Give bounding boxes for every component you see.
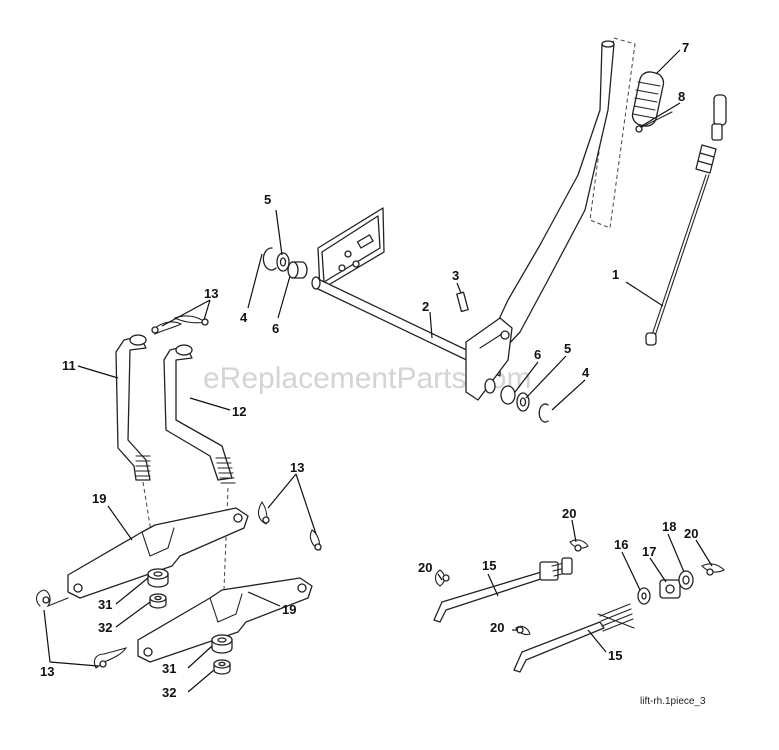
callout-31-upper: 31 xyxy=(98,597,112,612)
callout-5-right: 5 xyxy=(564,341,571,356)
part-7-grip[interactable] xyxy=(631,70,666,128)
callout-32-upper: 32 xyxy=(98,620,112,635)
part-20-clip-lower[interactable] xyxy=(515,625,531,636)
part-13-hairpin-top-right[interactable] xyxy=(173,315,209,326)
part-13-hairpin-mid-left[interactable] xyxy=(257,500,270,525)
part-6-bushing-left[interactable] xyxy=(287,261,308,279)
part-12-lift-link[interactable] xyxy=(163,344,236,484)
callout-19-lower: 19 xyxy=(282,602,296,617)
part-5-washer-left[interactable] xyxy=(276,252,290,272)
callout-4-left: 4 xyxy=(240,310,248,325)
callout-32-lower: 32 xyxy=(162,685,176,700)
part-31-bushing-upper[interactable] xyxy=(147,568,169,588)
part-13-hairpin-bottom-right[interactable] xyxy=(93,647,128,669)
part-20-clip-top[interactable] xyxy=(569,539,589,552)
part-17-trunnion[interactable] xyxy=(659,579,681,599)
part-13-hairpin-mid-right[interactable] xyxy=(309,529,322,551)
lift-lever-arm[interactable] xyxy=(493,40,615,346)
callout-20-top: 20 xyxy=(562,506,576,521)
part-11-lift-link[interactable] xyxy=(115,334,151,481)
callout-13-top: 13 xyxy=(204,286,218,301)
part-19-bracket-upper[interactable] xyxy=(67,507,249,599)
callout-6-right: 6 xyxy=(534,347,541,362)
leader-lines xyxy=(43,49,713,693)
part-8-pin[interactable] xyxy=(635,111,673,133)
callout-15-upper: 15 xyxy=(482,558,496,573)
part-16-washer[interactable] xyxy=(637,587,651,605)
part-18-washer[interactable] xyxy=(678,570,694,590)
part-20-clip-left[interactable] xyxy=(434,569,450,587)
callout-11: 11 xyxy=(62,358,76,373)
part-1-lift-rod[interactable] xyxy=(645,94,727,346)
part-3-key[interactable] xyxy=(456,291,469,313)
callout-15-lower: 15 xyxy=(608,648,622,663)
callout-4-right: 4 xyxy=(582,365,590,380)
part-6-bushing-right[interactable] xyxy=(484,378,516,405)
part-13-hairpin-top-left[interactable] xyxy=(151,321,183,335)
callout-7: 7 xyxy=(682,40,689,55)
callout-6-left: 6 xyxy=(272,321,279,336)
callout-20-lower: 20 xyxy=(490,620,504,635)
callout-18: 18 xyxy=(662,519,676,534)
callout-12: 12 xyxy=(232,404,246,419)
callout-17: 17 xyxy=(642,544,656,559)
part-2-cross-shaft[interactable] xyxy=(311,276,501,377)
callout-20-left: 20 xyxy=(418,560,432,575)
part-5-washer-right[interactable] xyxy=(516,392,530,412)
part-13-hairpin-bottom-left[interactable] xyxy=(35,589,69,608)
callout-labels: 1 2 3 4 4 5 5 6 6 7 8 11 12 13 13 13 15 … xyxy=(40,40,698,700)
callout-3: 3 xyxy=(452,268,459,283)
diagram-reference-code: lift-rh.1piece_3 xyxy=(640,696,706,707)
callout-1: 1 xyxy=(612,267,619,282)
part-20-clip-right[interactable] xyxy=(701,563,725,576)
part-31-bushing-lower[interactable] xyxy=(211,634,233,654)
part-15-rod-lower[interactable] xyxy=(513,603,635,673)
callout-31-lower: 31 xyxy=(162,661,176,676)
part-4-retaining-ring-right[interactable] xyxy=(538,403,549,423)
part-19-bracket-lower[interactable] xyxy=(137,577,313,663)
part-32-nut-lower[interactable] xyxy=(213,659,231,675)
callout-13-bottom: 13 xyxy=(40,664,54,679)
callout-5-left: 5 xyxy=(264,192,271,207)
callout-16: 16 xyxy=(614,537,628,552)
part-7-phantom-outline xyxy=(589,37,636,229)
part-4-retaining-ring-left[interactable] xyxy=(262,247,277,271)
callout-19-upper: 19 xyxy=(92,491,106,506)
callout-2: 2 xyxy=(422,299,429,314)
callout-20-right: 20 xyxy=(684,526,698,541)
callout-13-mid: 13 xyxy=(290,460,304,475)
lift-bracket-plate xyxy=(317,207,385,291)
part-15-rod-upper[interactable] xyxy=(433,557,573,623)
callout-8: 8 xyxy=(678,89,685,104)
part-32-nut-upper[interactable] xyxy=(149,593,167,609)
lever-base-bracket xyxy=(465,317,513,401)
